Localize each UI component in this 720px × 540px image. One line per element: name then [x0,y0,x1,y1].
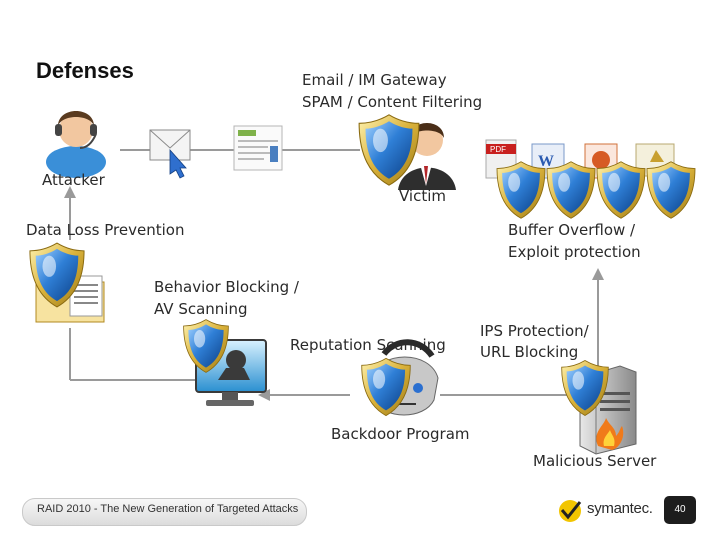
webpage-icon [233,125,283,171]
footer-bar [22,498,307,526]
attacker-icon [46,111,106,178]
malicious-server-label: Malicious Server [533,452,657,470]
ips-protection-label-2: URL Blocking [480,343,579,361]
image-shield-icon [646,161,696,219]
symantec-logo-text: symantec. [587,500,653,517]
ppt-shield-icon [596,161,646,219]
behavior-blocking-label-2: AV Scanning [154,300,248,318]
reputation-scanning-label: Reputation Scanning [290,336,446,354]
pdf-shield-icon [496,161,546,219]
word-shield-icon [546,161,596,219]
buffer-overflow-label-1: Buffer Overflow / [508,221,636,239]
footer-text: RAID 2010 - The New Generation of Target… [37,503,299,515]
behavior-blocking-label-1: Behavior Blocking / [154,278,299,296]
data-loss-prevention-label: Data Loss Prevention [26,221,185,239]
ips-protection-label-1: IPS Protection/ [480,322,589,340]
pdf-label: PDF [490,145,506,154]
word-label: W [538,153,554,170]
victim-label: Victim [399,187,447,205]
symantec-logo-mark [559,500,582,522]
email-envelope-icon [149,129,191,179]
attacker-label: Attacker [42,171,105,189]
page-number-badge: 40 [664,496,696,524]
email-gateway-label: Email / IM Gateway [302,71,447,89]
spam-filtering-label: SPAM / Content Filtering [302,93,483,111]
backdoor-program-label: Backdoor Program [331,425,470,443]
slide-title: Defenses [36,58,134,83]
buffer-overflow-label-2: Exploit protection [508,243,641,261]
